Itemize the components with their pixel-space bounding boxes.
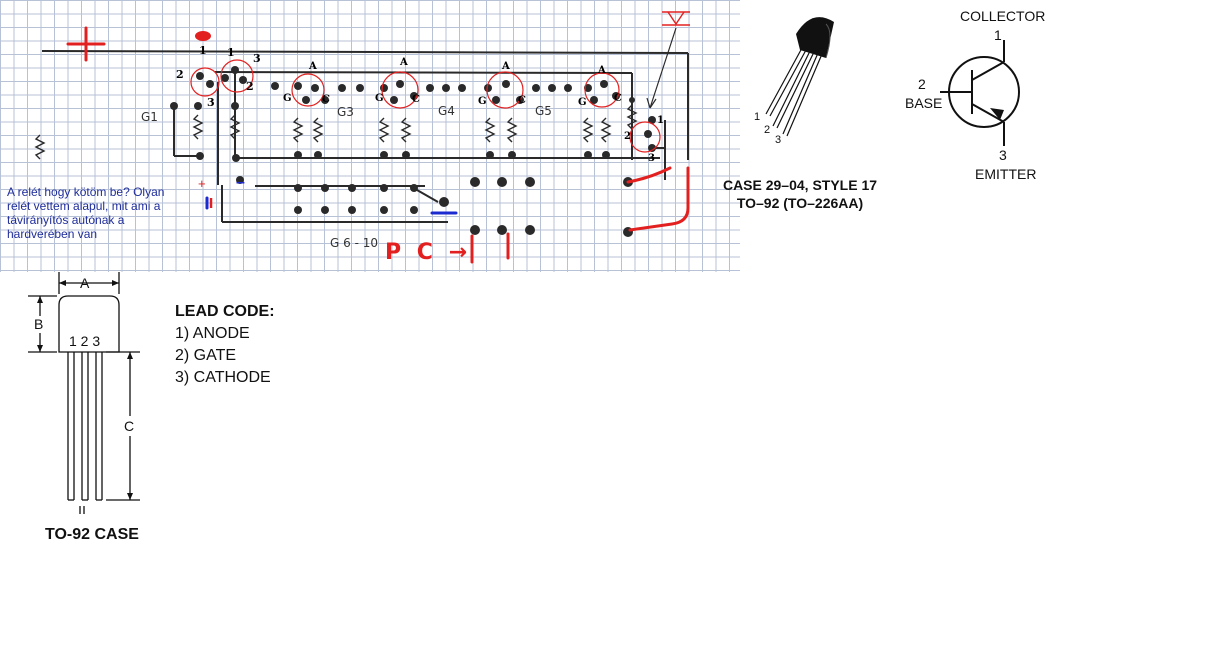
lead-code-item-cathode: 3) CATHODE [175, 369, 271, 386]
lead-code-block: LEAD CODE: 1) ANODE 2) GATE 3) CATHODE [175, 301, 275, 389]
relay-pin-2a: 2 [176, 68, 184, 81]
collector-pin: 1 [994, 27, 1002, 43]
relay-pin-1b: 1 [227, 46, 235, 59]
relay-question-note: A relét hogy kötöm be? Olyan relét vette… [7, 185, 165, 241]
dimension-c-label: C [124, 418, 135, 434]
cathode-label-1: C [322, 94, 330, 105]
base-pin: 2 [918, 76, 926, 92]
to92-case-caption: TO-92 CASE [45, 526, 139, 543]
anode-label-1: A [309, 61, 317, 72]
minus-mark: – [236, 174, 245, 191]
right-pin-1: 1 [657, 115, 664, 126]
lead-number-2: 2 [764, 124, 771, 136]
relay-pin-3b: 3 [207, 96, 215, 109]
anode-label-4: A [598, 65, 606, 76]
cathode-label-2: C [412, 94, 420, 105]
lead-number-1: 1 [754, 111, 761, 123]
second-bus-line [214, 71, 633, 74]
top-bus-line [41, 50, 689, 54]
circuit-drawing [34, 11, 690, 264]
group-label-g5: G5 [535, 104, 552, 118]
right-pin-2: 2 [624, 131, 631, 142]
gate-label-4: G [578, 97, 587, 108]
gate-label-1: G [283, 93, 292, 104]
right-pin-3: 3 [648, 153, 655, 164]
pc-handwritten-label: P C → [385, 240, 472, 265]
anode-label-3: A [502, 61, 510, 72]
lead-code-item-gate: 2) GATE [175, 347, 237, 364]
graph-paper-panel [0, 0, 740, 272]
package-caption-line2: TO–92 (TO–226AA) [736, 195, 864, 211]
pin-order-label: 1 2 3 [69, 333, 101, 349]
group-label-g3: G3 [337, 105, 354, 119]
emitter-pin: 3 [999, 147, 1007, 163]
gate-label-2: G [375, 93, 384, 104]
package-caption: CASE 29–04, STYLE 17 TO–92 (TO–226AA) [710, 176, 890, 212]
group-label-g6-10: G 6 - 10 [330, 236, 378, 250]
collector-label: COLLECTOR [960, 8, 1046, 24]
lead-code-item-anode: 1) ANODE [175, 325, 250, 342]
cathode-label-4: C [614, 93, 622, 104]
relay-pin-3a: 3 [253, 52, 261, 65]
lead-code-title: LEAD CODE: [175, 303, 275, 320]
emitter-label: EMITTER [975, 166, 1037, 182]
plus-mark: + [198, 176, 206, 191]
base-label: BASE [905, 95, 943, 111]
group-label-g4: G4 [438, 104, 455, 118]
dimension-b-label: B [34, 316, 44, 332]
gate-label-3: G [478, 96, 487, 107]
cathode-label-3: C [518, 95, 526, 106]
group-label-g1: G1 [141, 110, 158, 124]
dimension-a-label: A [80, 275, 90, 291]
lead-number-3: 3 [775, 134, 782, 146]
package-caption-line1: CASE 29–04, STYLE 17 [722, 177, 878, 193]
anode-label-2: A [400, 57, 408, 68]
relay-pin-1a: 1 [199, 44, 207, 57]
relay-pin-2b: 2 [246, 80, 254, 93]
